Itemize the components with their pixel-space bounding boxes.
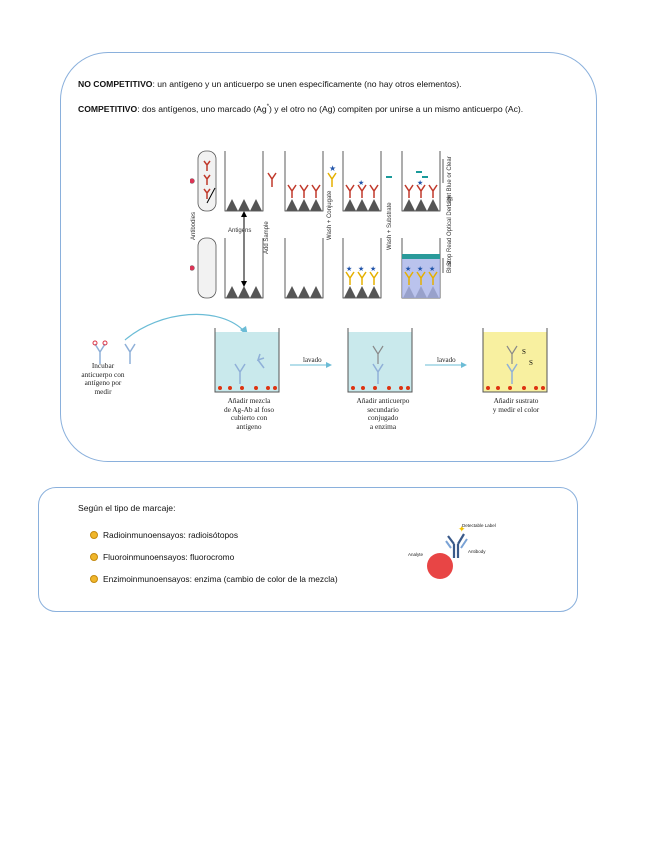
step1-line: medir [94, 386, 112, 396]
competitive-text-a: : dos antígenos, uno marcado (Ag [137, 103, 267, 114]
antigens-label: Antigens [228, 228, 252, 234]
step3-line: conjugado [367, 413, 399, 422]
competitive-panel [60, 52, 597, 462]
lavado-label-2: lavado [437, 356, 456, 364]
stop-read-label: Stop Read Optical Density [447, 195, 453, 266]
bullet-item: Radioinmunoensayos: radioisótopos [90, 530, 239, 540]
svg-text:★: ★ [358, 179, 364, 187]
add-sample-label: Add Sample [264, 221, 270, 254]
non-competitive-text: : un antígeno y un anticuerpo se unen es… [152, 79, 462, 89]
blue-label: Blue [447, 260, 453, 273]
step3-line: secundario [367, 404, 399, 414]
step4-line: Añadir sustrato [493, 396, 539, 405]
competitive-text-b: ) y el otro no (Ag) compiten por unirse … [269, 103, 524, 114]
non-competitive-term: NO COMPETITIVO [78, 79, 153, 89]
bullet-text: Enzimoinmunoensayos: enzima (cambio de c… [103, 574, 338, 584]
step3-line: a enzima [369, 421, 397, 431]
antibody-label-diagram: ✦ [427, 524, 468, 579]
wash-substrate-label: Wash + Substrate [387, 202, 393, 250]
step1-line: anticuerpo con [81, 369, 125, 379]
label-types-title: Según el tipo de marcaje: [78, 503, 176, 513]
competitive-steps-diagram: S S [92, 313, 548, 393]
svg-text:★: ★ [405, 265, 411, 273]
step2-line: de Ag-Ab al foso [223, 404, 275, 414]
bullet-dot-icon [90, 531, 98, 539]
step1-line: Incubar [91, 361, 115, 370]
bullet-text: Radioinmunoensayos: radioisótopos [103, 530, 239, 540]
lavado-label-1: lavado [303, 356, 322, 364]
non-competitive-paragraph: NO COMPETITIVO: un antígeno y un anticue… [78, 78, 578, 91]
bullet-item: Enzimoinmunoensayos: enzima (cambio de c… [90, 574, 338, 584]
step3-line: Añadir anticuerpo [356, 396, 410, 405]
competitive-term: COMPETITIVO [78, 103, 138, 114]
bullet-item: Fluoroinmunoensayos: fluorocromo [90, 552, 235, 562]
svg-text:✦: ✦ [458, 524, 466, 534]
step1-caption: Incubar anticuerpo con antígeno por medi… [68, 361, 138, 396]
detectable-label-text: Detectable Label [462, 523, 496, 528]
label-types-panel [38, 487, 578, 612]
competitive-paragraph: COMPETITIVO: dos antígenos, uno marcado … [78, 101, 578, 116]
bullet-dot-icon [90, 553, 98, 561]
step2-line: cubierto con [230, 413, 268, 422]
svg-text:★: ★ [329, 164, 336, 173]
elisa-diagram: ★ ★ ★ ★ ★ ★ ★ ★ ★ [190, 150, 444, 299]
svg-text:★: ★ [358, 265, 364, 273]
svg-text:★: ★ [346, 265, 352, 273]
step4-line: y medir el color [492, 404, 540, 414]
step4-caption: Añadir sustrato y medir el color [473, 396, 559, 414]
svg-text:S: S [529, 359, 533, 367]
bullet-text: Fluoroinmunoensayos: fluorocromo [103, 552, 235, 562]
step2-caption: Añadir mezcla de Ag-Ab al foso cubierto … [212, 396, 286, 431]
bullet-dot-icon [90, 575, 98, 583]
svg-text:★: ★ [429, 265, 435, 273]
step1-line: antígeno por [84, 378, 122, 387]
antibody-label-text: Antibody [468, 549, 486, 554]
step2-line: antígeno [236, 421, 262, 431]
analyte-label-text: Analyte [408, 552, 424, 557]
svg-text:★: ★ [417, 265, 423, 273]
step3-caption: Añadir anticuerpo secundario conjugado a… [340, 396, 426, 431]
competitive-sup: * [266, 104, 270, 110]
svg-text:★: ★ [417, 179, 423, 187]
wash-conjugate-label: Wash + Conjugate [327, 190, 333, 240]
svg-text:S: S [522, 348, 526, 356]
svg-text:★: ★ [370, 265, 376, 273]
step2-line: Añadir mezcla [227, 396, 271, 405]
antibodies-label: Antibodies [191, 211, 197, 240]
